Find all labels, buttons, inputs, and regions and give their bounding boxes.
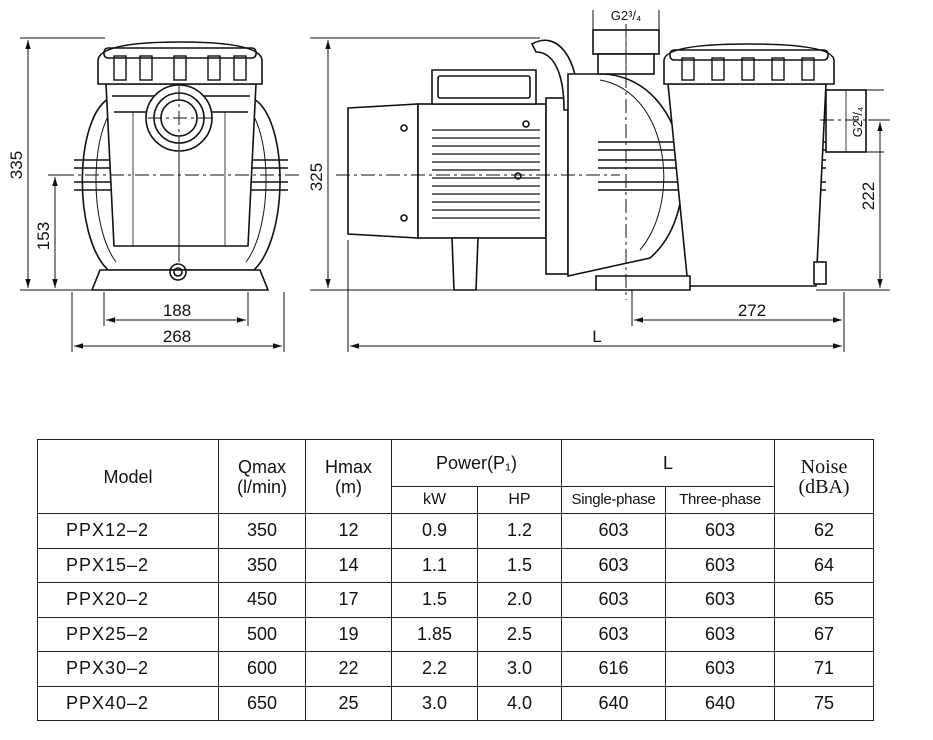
- cell-noise: 64: [774, 547, 875, 583]
- cell-qmax: 650: [218, 685, 306, 721]
- dim-side-length: L: [592, 327, 601, 346]
- header-hmax-label: Hmax: [324, 456, 372, 477]
- cell-hmax: 22: [305, 651, 392, 687]
- cell-single-phase: 603: [561, 513, 666, 549]
- dim-front-axis: 153: [34, 222, 53, 250]
- cell-three-phase: 603: [664, 547, 776, 583]
- cell-noise: 75: [774, 685, 875, 721]
- cell-kw: 1.5: [391, 582, 478, 618]
- pump-dimension-drawing: 335 153 188 268: [7, 8, 890, 352]
- cell-single-phase: 603: [561, 616, 666, 652]
- front-view: [74, 41, 288, 291]
- cell-kw: 2.2: [391, 651, 478, 687]
- cell-kw: 3.0: [391, 685, 478, 721]
- dim-front-height: 335: [7, 151, 26, 179]
- header-noise-label: Noise: [800, 455, 848, 478]
- cell-model: PPX20–2: [37, 582, 219, 618]
- table-row: PPX12–2 350 12 0.9 1.2 603 603 62: [37, 513, 875, 549]
- cell-hp: 2.0: [477, 582, 562, 618]
- header-model: Model: [37, 439, 219, 514]
- cell-kw: 0.9: [391, 513, 478, 549]
- dim-side-offset: 272: [738, 301, 766, 320]
- cell-noise: 62: [774, 513, 875, 549]
- cell-single-phase: 640: [561, 685, 666, 721]
- cell-hmax: 19: [305, 616, 392, 652]
- dim-front-base: 188: [163, 301, 191, 320]
- cell-hmax: 25: [305, 685, 392, 721]
- cell-hmax: 12: [305, 513, 392, 549]
- adapter-flange: [545, 97, 569, 275]
- cell-model: PPX30–2: [37, 651, 219, 687]
- header-noise-unit: (dBA): [798, 475, 850, 498]
- cell-model: PPX40–2: [37, 685, 219, 721]
- header-three-phase: Three-phase: [664, 486, 776, 514]
- cell-single-phase: 603: [561, 547, 666, 583]
- dim-side-axis: 222: [859, 182, 878, 210]
- cell-single-phase: 603: [561, 582, 666, 618]
- header-qmax-label: Qmax: [237, 456, 286, 477]
- spec-table: Model Qmax (l/min) Hmax (m) Power(P₁) L …: [37, 439, 875, 721]
- cell-noise: 67: [774, 616, 875, 652]
- table-row: PPX25–2 500 19 1.85 2.5 603 603 67: [37, 616, 875, 652]
- front-lid: [97, 41, 263, 85]
- cell-qmax: 450: [218, 582, 306, 618]
- header-qmax: Qmax (l/min): [218, 439, 306, 514]
- cell-three-phase: 603: [664, 651, 776, 687]
- cell-qmax: 350: [218, 513, 306, 549]
- header-single-phase: Single-phase: [561, 486, 666, 514]
- header-kw: kW: [391, 486, 478, 514]
- dim-side-height: 325: [307, 163, 326, 191]
- dim-inlet-thread: G2³/₄: [850, 107, 865, 138]
- side-volute: [567, 73, 684, 277]
- base-plate: [595, 275, 691, 291]
- front-drain-plug: [169, 263, 187, 281]
- motor-foot: [451, 237, 479, 291]
- cell-three-phase: 603: [664, 513, 776, 549]
- header-power: Power(P₁): [391, 439, 562, 487]
- cell-noise: 65: [774, 582, 875, 618]
- cell-hp: 1.2: [477, 513, 562, 549]
- cell-hmax: 17: [305, 582, 392, 618]
- cell-three-phase: 640: [664, 685, 776, 721]
- cell-qmax: 600: [218, 651, 306, 687]
- header-hp: HP: [477, 486, 562, 514]
- cell-model: PPX15–2: [37, 547, 219, 583]
- cell-model: PPX25–2: [37, 616, 219, 652]
- header-noise: Noise (dBA): [774, 439, 875, 514]
- header-length: L: [560, 439, 776, 487]
- dim-front-width: 268: [163, 327, 191, 346]
- front-dimensions: [20, 37, 285, 352]
- cell-single-phase: 616: [561, 651, 666, 687]
- table-row: PPX20–2 450 17 1.5 2.0 603 603 65: [37, 582, 875, 618]
- cell-hp: 4.0: [477, 685, 562, 721]
- side-dimensions: [310, 10, 890, 352]
- cell-hp: 2.5: [477, 616, 562, 652]
- cell-hp: 1.5: [477, 547, 562, 583]
- header-qmax-unit: (l/min): [237, 476, 287, 497]
- cell-kw: 1.85: [391, 616, 478, 652]
- dim-outlet-thread: G2³/₄: [611, 8, 642, 23]
- cell-three-phase: 603: [664, 616, 776, 652]
- side-basket-housing: [667, 83, 827, 287]
- header-hmax: Hmax (m): [305, 439, 392, 514]
- cell-kw: 1.1: [391, 547, 478, 583]
- cell-hp: 3.0: [477, 651, 562, 687]
- header-hmax-unit: (m): [335, 476, 362, 497]
- cell-model: PPX12–2: [37, 513, 219, 549]
- cell-qmax: 350: [218, 547, 306, 583]
- side-view: [347, 29, 867, 291]
- table-row: PPX40–2 650 25 3.0 4.0 640 640 75: [37, 685, 875, 721]
- cell-noise: 71: [774, 651, 875, 687]
- table-row: PPX15–2 350 14 1.1 1.5 603 603 64: [37, 547, 875, 583]
- cell-qmax: 500: [218, 616, 306, 652]
- cell-hmax: 14: [305, 547, 392, 583]
- cell-three-phase: 603: [664, 582, 776, 618]
- terminal-box: [431, 69, 537, 105]
- table-row: PPX30–2 600 22 2.2 3.0 616 603 71: [37, 651, 875, 687]
